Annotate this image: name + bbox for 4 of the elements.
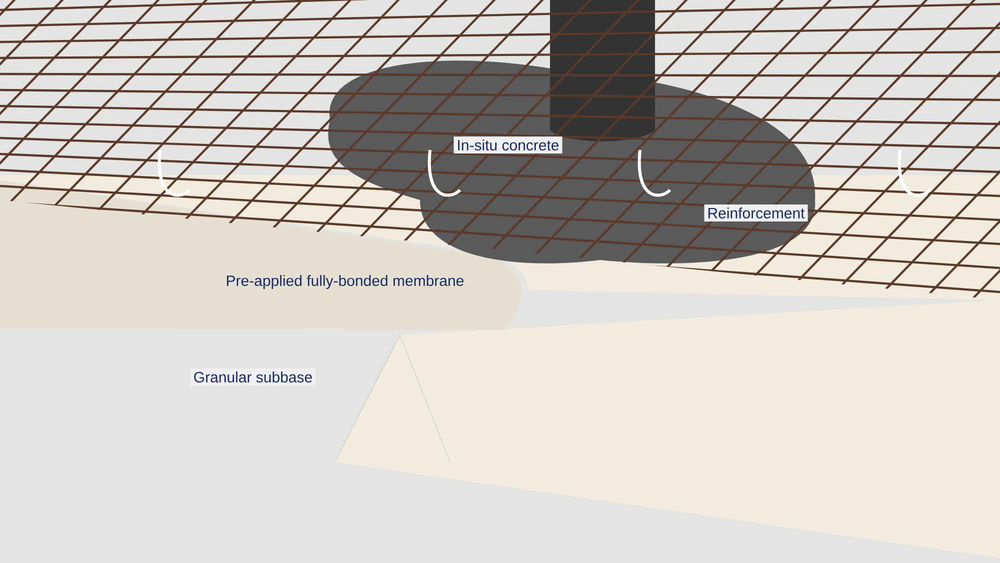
label: Pre-applied fully-bonded membrane	[227, 275, 464, 289]
label: Reinforcement	[704, 204, 808, 222]
label: Granular subbase	[190, 368, 316, 386]
label: In-situ concrete	[454, 136, 562, 154]
